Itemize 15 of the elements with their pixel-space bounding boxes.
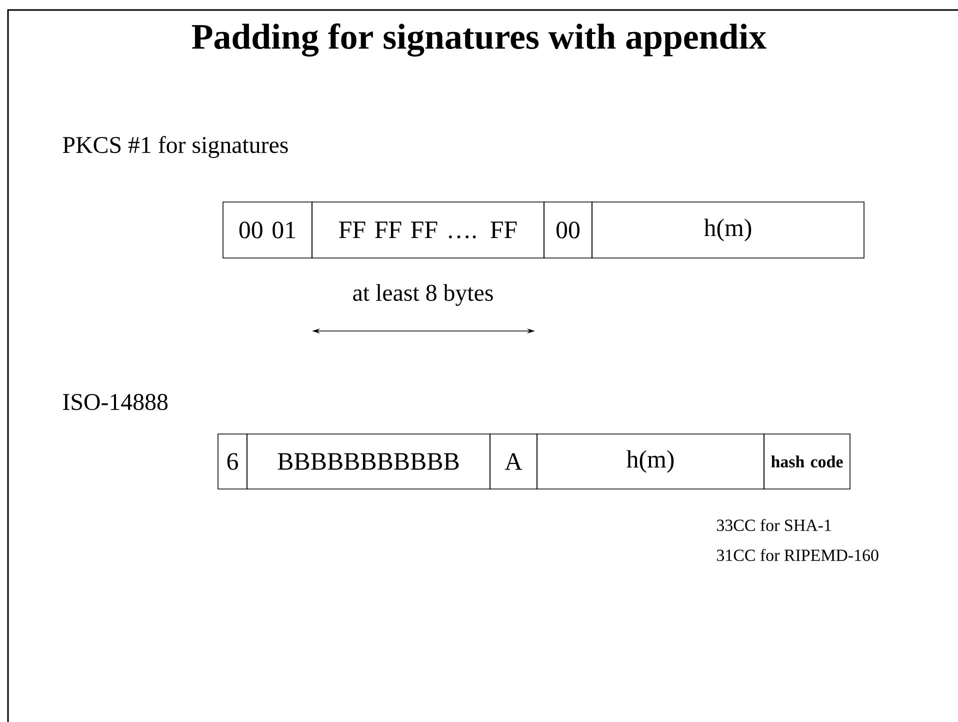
field-cell: 00 01 bbox=[222, 202, 312, 258]
field-cell: 6 bbox=[218, 434, 248, 490]
section-heading: PKCS #1 for signatures bbox=[62, 136, 288, 158]
field-cell: FF FF FF …. FF bbox=[312, 202, 544, 258]
section-heading: ISO-14888 bbox=[63, 394, 168, 410]
field-cell: BBBBBBBBBBB bbox=[246, 434, 490, 490]
field-cell: 00 bbox=[544, 202, 592, 258]
note-text: 33CC for SHA-1 bbox=[717, 518, 831, 532]
dimension-label: at least 8 bytes bbox=[353, 284, 493, 306]
slide-title: Padding for signatures with appendix bbox=[192, 23, 766, 57]
field-cell: A bbox=[490, 434, 538, 490]
field-cell: h(m) bbox=[592, 202, 864, 258]
note-text: 31CC for RIPEMD-160 bbox=[717, 548, 878, 562]
field-cell: h(m) bbox=[536, 434, 764, 490]
field-cell: hash code bbox=[764, 434, 850, 490]
